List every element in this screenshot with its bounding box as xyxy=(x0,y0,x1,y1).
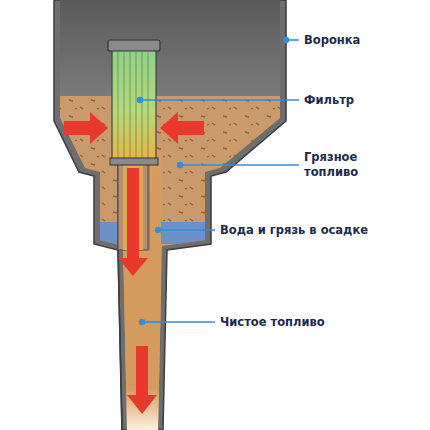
flow-arrows xyxy=(64,112,204,414)
filter-cap xyxy=(108,40,160,51)
sediment-label: Вода и грязь в осадке xyxy=(220,223,425,238)
leader-lines xyxy=(138,38,300,325)
water-sediment xyxy=(0,222,430,244)
filter-label: Фильтр xyxy=(304,93,424,108)
filter-element xyxy=(112,50,156,162)
funnel-interior xyxy=(0,0,430,100)
dirty-fuel xyxy=(0,96,430,430)
funnel-label: Воронка xyxy=(304,33,424,48)
dirty-fuel-label: Грязное топливо xyxy=(304,150,384,180)
dirt-particles xyxy=(0,96,430,226)
filter-base xyxy=(110,158,158,165)
clean-fuel-label: Чистое топливо xyxy=(220,315,425,330)
